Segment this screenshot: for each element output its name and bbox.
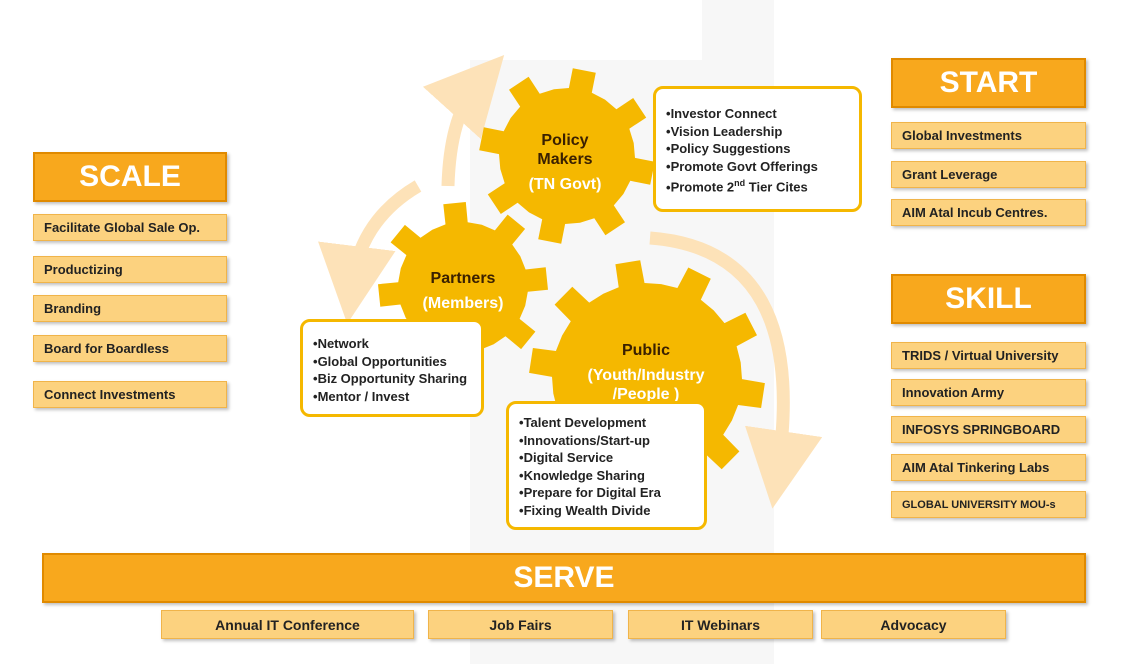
policy-bullet-2: Vision Leadership [666,123,849,141]
public-bullet-2: Innovations/Start-up [519,432,694,450]
policy-gear-label: Policy Makers (TN Govt) [515,131,615,194]
policy-bullet-3: Policy Suggestions [666,140,849,158]
partners-bullet-2: Global Opportunities [313,353,471,371]
start-item-2: Grant Leverage [891,161,1086,188]
policy-bullet-1: Investor Connect [666,105,849,123]
arrow-right-curve [649,231,823,509]
start-item-3: AIM Atal Incub Centres. [891,199,1086,226]
public-bullet-6: Fixing Wealth Divide [519,502,694,520]
partners-bullet-4: Mentor / Invest [313,388,471,406]
policy-bullet-5: Promote 2nd Tier Cites [666,175,849,196]
scale-item-5: Connect Investments [33,381,227,408]
public-bullet-3: Digital Service [519,449,694,467]
skill-item-3: INFOSYS SPRINGBOARD [891,416,1086,443]
scale-item-1: Facilitate Global Sale Op. [33,214,227,241]
skill-item-5: GLOBAL UNIVERSITY MOU-s [891,491,1086,518]
serve-item-2: Job Fairs [428,610,613,639]
public-gear-sub-2: /People ) [612,386,680,403]
partners-bullets-box: Network Global Opportunities Biz Opportu… [300,319,484,417]
skill-item-4: AIM Atal Tinkering Labs [891,454,1086,481]
scale-item-4: Board for Boardless [33,335,227,362]
partners-bullet-1: Network [313,335,471,353]
skill-header: SKILL [891,274,1086,324]
public-bullet-4: Knowledge Sharing [519,467,694,485]
policy-bullet-4: Promote Govt Offerings [666,158,849,176]
scale-item-2: Productizing [33,256,227,283]
center-panel-top-cut [470,0,702,60]
serve-header: SERVE [42,553,1086,603]
public-bullet-5: Prepare for Digital Era [519,484,694,502]
public-gear-label: Public (Youth/Industry /People ) [566,341,726,404]
partners-gear-sub: (Members) [422,295,504,312]
start-item-1: Global Investments [891,122,1086,149]
scale-item-3: Branding [33,295,227,322]
public-bullet-1: Talent Development [519,414,694,432]
serve-item-3: IT Webinars [628,610,813,639]
serve-item-1: Annual IT Conference [161,610,414,639]
arrow-left-curve [318,180,422,324]
public-bullets-box: Talent Development Innovations/Start-up … [506,401,707,530]
arrow-top-curve [422,55,505,187]
public-gear-sub-1: (Youth/Industry [587,367,705,384]
gear-policy-makers [479,68,655,244]
partners-bullet-3: Biz Opportunity Sharing [313,370,471,388]
skill-item-1: TRIDS / Virtual University [891,342,1086,369]
serve-item-4: Advocacy [821,610,1006,639]
partners-gear-label: Partners (Members) [403,269,523,313]
policy-bullets-box: Investor Connect Vision Leadership Polic… [653,86,862,212]
skill-item-2: Innovation Army [891,379,1086,406]
start-header: START [891,58,1086,108]
scale-header: SCALE [33,152,227,202]
policy-gear-sub: (TN Govt) [528,176,602,193]
